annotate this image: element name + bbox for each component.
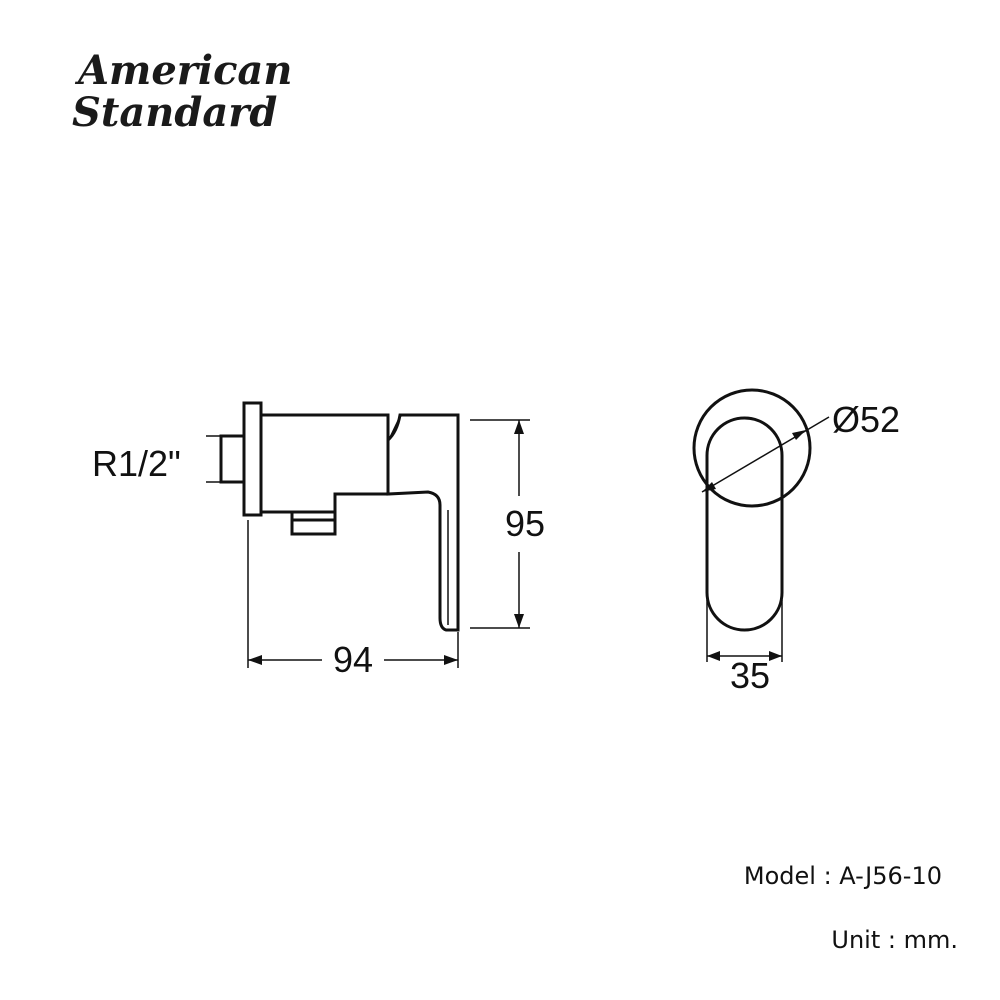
valve-body (261, 413, 390, 522)
brand-logo: American Standard (72, 47, 292, 136)
diameter-leader (701, 416, 830, 493)
front-view: Ø52 35 (692, 388, 900, 696)
model-label: Model : A-J56-10 (744, 862, 942, 890)
front-width-arrow-left (707, 651, 720, 661)
front-width-arrow-right (769, 651, 782, 661)
lever-edge (388, 414, 402, 441)
thread-label: R1/2" (92, 443, 181, 484)
height-arrow-bottom (514, 614, 524, 628)
wall-flange (242, 401, 263, 517)
diameter-arrow-left (702, 482, 716, 492)
unit-label: Unit : mm. (831, 926, 958, 954)
diameter-arrow-right (792, 430, 806, 440)
thread-inlet (219, 434, 246, 484)
side-view: R1/2" 94 95 (92, 401, 545, 680)
lever-handle (386, 413, 460, 632)
width-arrow-right (444, 655, 458, 665)
width-arrow-left (248, 655, 262, 665)
width-label: 94 (333, 639, 373, 680)
bottom-outlet (290, 510, 337, 536)
front-width-label: 35 (730, 655, 770, 696)
info-block: Model : A-J56-10 Unit : mm. (744, 862, 958, 954)
height-arrow-top (514, 420, 524, 434)
diameter-label: Ø52 (832, 399, 900, 440)
brand-line-2: Standard (72, 89, 277, 136)
height-label: 95 (505, 503, 545, 544)
brand-line-1: American (74, 47, 292, 94)
escutcheon-plate (692, 388, 812, 508)
lever-front (705, 416, 784, 632)
